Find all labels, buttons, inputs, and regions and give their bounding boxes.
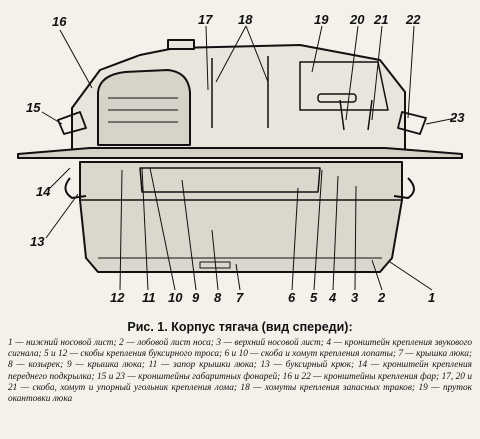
label-11: 11 <box>142 290 156 305</box>
label-3: 3 <box>351 290 359 305</box>
label-2: 2 <box>377 290 386 305</box>
hull-illustration: 1 2 3 4 5 6 7 8 9 10 11 12 13 14 15 16 1… <box>17 12 465 305</box>
label-8: 8 <box>214 290 222 305</box>
label-10: 10 <box>168 290 183 305</box>
label-19: 19 <box>314 12 329 27</box>
figure-caption: Рис. 1. Корпус тягача (вид спереди): <box>0 318 480 336</box>
label-18: 18 <box>238 12 253 27</box>
label-15: 15 <box>26 100 41 115</box>
label-4: 4 <box>328 290 337 305</box>
caption-prefix: Рис. 1. <box>127 320 168 334</box>
label-21: 21 <box>373 12 388 27</box>
label-9: 9 <box>192 290 200 305</box>
label-6: 6 <box>288 290 296 305</box>
hull-drawing: 1 2 3 4 5 6 7 8 9 10 11 12 13 14 15 16 1… <box>17 12 465 305</box>
label-7: 7 <box>236 290 244 305</box>
label-22: 22 <box>405 12 421 27</box>
label-14: 14 <box>36 184 51 199</box>
label-13: 13 <box>30 234 45 249</box>
label-23: 23 <box>449 110 465 125</box>
label-16: 16 <box>52 14 67 29</box>
label-17: 17 <box>198 12 213 27</box>
label-1: 1 <box>428 290 435 305</box>
label-5: 5 <box>310 290 318 305</box>
figure-legend: 1 — нижний носовой лист; 2 — лобовой лис… <box>8 338 472 405</box>
label-12: 12 <box>110 290 125 305</box>
caption-title: Корпус тягача (вид спереди): <box>171 320 353 334</box>
label-20: 20 <box>349 12 365 27</box>
